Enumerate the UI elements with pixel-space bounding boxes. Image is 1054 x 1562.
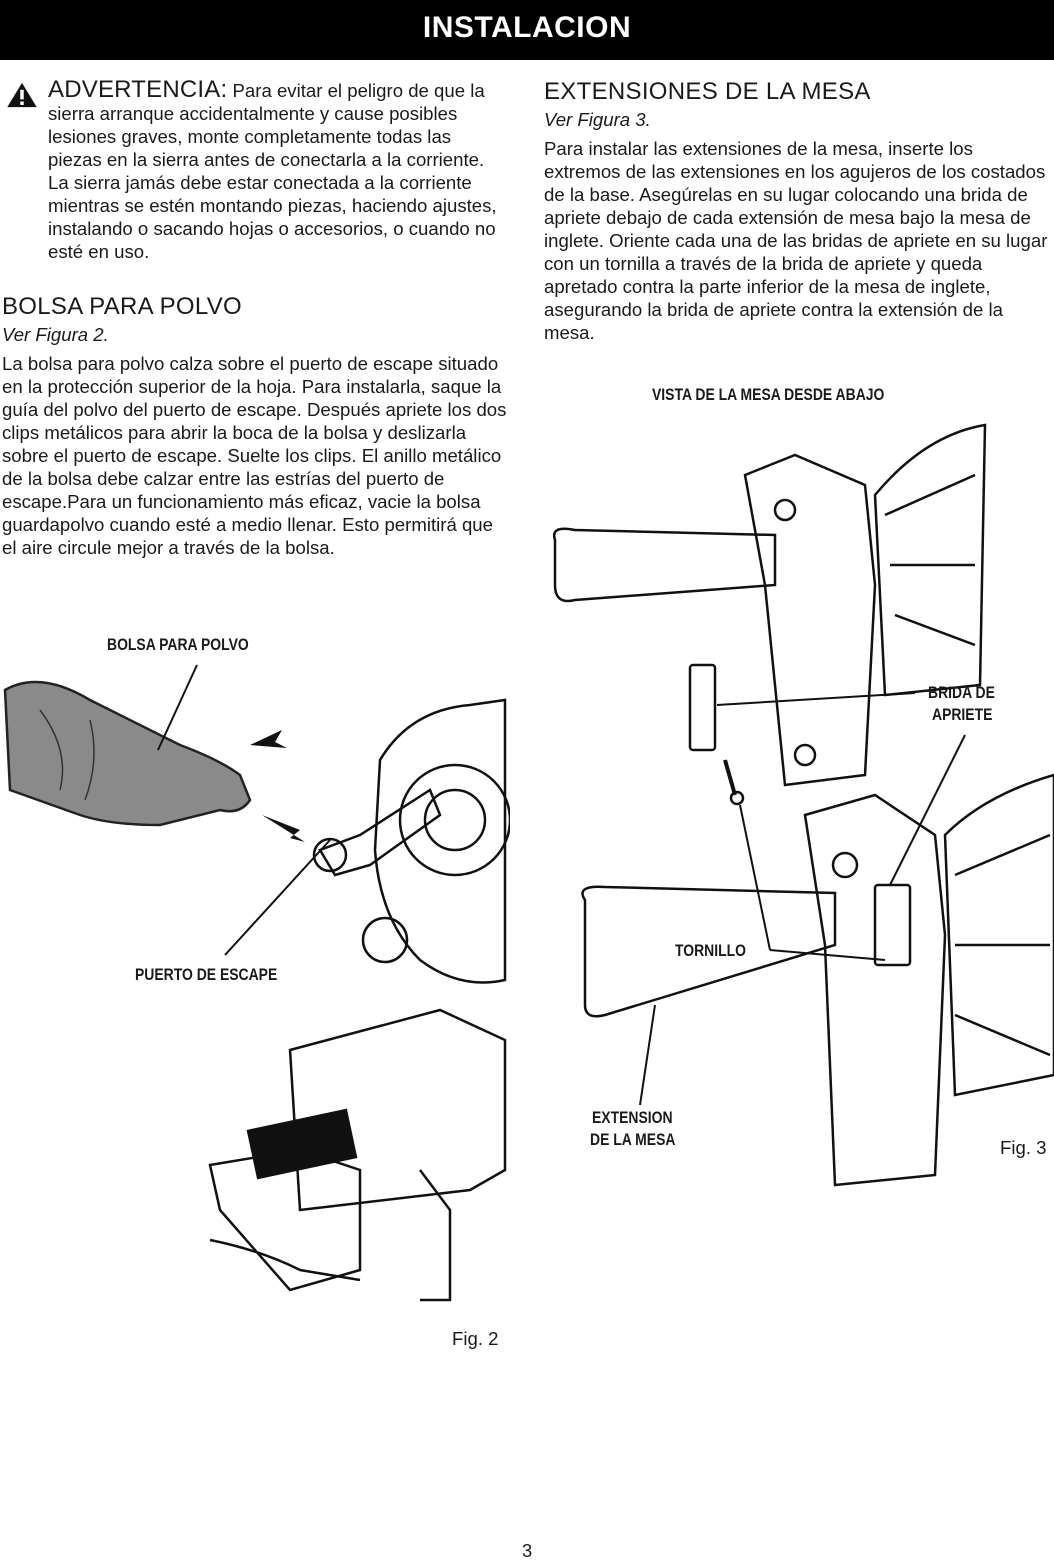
page-header: INSTALACION: [0, 0, 1054, 60]
warning-heading: ADVERTENCIA:: [48, 76, 228, 103]
figure-3-title: VISTA DE LA MESA DESDE ABAJO: [652, 385, 885, 404]
dust-bag-heading: BOLSA PARA POLVO: [2, 293, 243, 320]
page-number: 3: [521, 1540, 533, 1561]
figure-3-caption: Fig. 3: [1000, 1137, 1047, 1158]
figure-3-illustration: [552, 423, 1054, 1187]
label-screw: TORNILLO: [675, 941, 746, 960]
label-clamp-line1: BRIDA DE: [928, 683, 995, 702]
dust-bag-body: La bolsa para polvo calza sobre el puert…: [2, 353, 507, 558]
label-extension-line1: EXTENSION: [592, 1108, 673, 1127]
right-column: EXTENSIONES DE LA MESA Ver Figura 3. Par…: [544, 78, 1050, 344]
left-column: ADVERTENCIA: Para evitar el peligro de q…: [2, 78, 507, 559]
warning-triangle-icon: [7, 82, 37, 108]
label-dust-bag: BOLSA PARA POLVO: [107, 635, 249, 654]
page-title: INSTALACION: [422, 11, 632, 44]
warning-block: ADVERTENCIA: Para evitar el peligro de q…: [2, 78, 507, 263]
label-extension-line2: DE LA MESA: [590, 1130, 676, 1149]
figure-2-caption: Fig. 2: [452, 1328, 499, 1349]
label-clamp-line2: APRIETE: [932, 705, 993, 724]
label-exhaust-port: PUERTO DE ESCAPE: [135, 965, 278, 984]
figure-2-illustration: [3, 664, 510, 1302]
warning-lead: Para evitar el peligro de que: [227, 80, 466, 101]
table-extensions-figure-ref: Ver Figura 3.: [544, 109, 651, 130]
table-extensions-body: Para instalar las extensiones de la mesa…: [544, 138, 1048, 343]
table-extensions-heading: EXTENSIONES DE LA MESA: [544, 78, 871, 105]
warning-body: la sierra arranque accidentalmente y cau…: [48, 80, 497, 262]
dust-bag-figure-ref: Ver Figura 2.: [2, 324, 109, 345]
